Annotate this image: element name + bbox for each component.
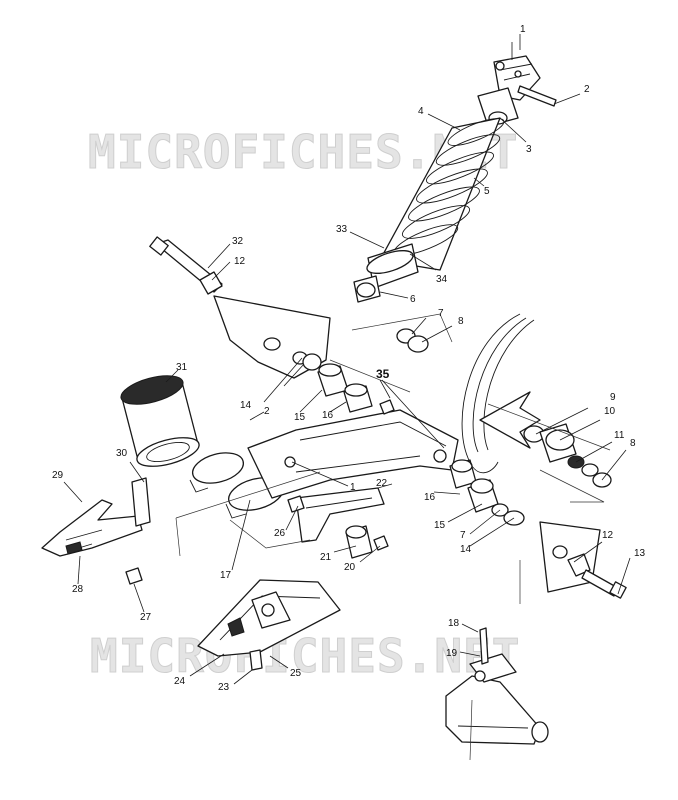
- callout-4: 4: [418, 106, 424, 117]
- lower-bushings: [449, 459, 525, 526]
- wheel-hub: [461, 313, 612, 488]
- callout-labels: 1 2 3 4 5 33 34 6 32 12 7 8 31 14 35 15 …: [52, 24, 646, 693]
- callout-18: 18: [448, 618, 460, 629]
- callout-13: 13: [634, 548, 646, 559]
- callout-26: 26: [274, 528, 286, 539]
- callout-12-top: 12: [234, 256, 246, 267]
- callout-21: 21: [320, 552, 332, 563]
- callout-17: 17: [220, 570, 232, 581]
- callout-15-top: 15: [294, 412, 306, 423]
- watermark-bottom: MICROFICHES.NET: [90, 629, 520, 683]
- callout-23: 23: [218, 682, 230, 693]
- callout-9: 9: [610, 392, 616, 403]
- callout-5: 5: [484, 186, 490, 197]
- callout-15-low: 15: [434, 520, 446, 531]
- callout-7-low: 7: [460, 530, 466, 541]
- callout-31: 31: [176, 362, 188, 373]
- callout-16-low: 16: [424, 492, 436, 503]
- callout-25: 25: [290, 668, 302, 679]
- foot-bracket: [41, 477, 151, 585]
- leader-lines: [63, 34, 631, 685]
- callout-12-right: 12: [602, 530, 614, 541]
- callout-2-mid: 2: [264, 406, 270, 417]
- pivot-tube: [120, 375, 200, 467]
- lower-arm: [445, 627, 549, 745]
- callout-11: 11: [614, 430, 625, 441]
- callout-16-top: 16: [322, 410, 334, 421]
- assembly-guide-lines: [175, 313, 611, 761]
- callout-22: 22: [376, 478, 388, 489]
- callout-1: 1: [520, 24, 526, 35]
- callout-10: 10: [604, 406, 616, 417]
- callout-29: 29: [52, 470, 64, 481]
- callout-8-right: 8: [630, 438, 636, 449]
- callout-27: 27: [140, 612, 152, 623]
- side-plate: [539, 521, 627, 599]
- lower-bracket: [197, 579, 341, 671]
- upper-bolt-assembly: [149, 236, 223, 295]
- upper-bushings: [317, 363, 373, 413]
- callout-28: 28: [72, 584, 84, 595]
- callout-30: 30: [116, 448, 128, 459]
- callout-2: 2: [584, 84, 590, 95]
- callout-34: 34: [436, 274, 448, 285]
- callout-7-top: 7: [438, 308, 444, 319]
- callout-20: 20: [344, 562, 356, 573]
- callout-19: 19: [446, 648, 458, 659]
- mount-bracket: [295, 487, 385, 543]
- callout-35: 35: [376, 367, 390, 381]
- callout-33: 33: [336, 224, 348, 235]
- callout-14-low: 14: [460, 544, 472, 555]
- callout-6: 6: [410, 294, 416, 305]
- callout-1-mid: 1: [350, 482, 356, 493]
- callout-3: 3: [526, 144, 532, 155]
- callout-24: 24: [174, 676, 186, 687]
- callout-32: 32: [232, 236, 244, 247]
- callout-14-left: 14: [240, 400, 252, 411]
- shock-absorber: [353, 55, 557, 303]
- callout-8-top: 8: [458, 316, 464, 327]
